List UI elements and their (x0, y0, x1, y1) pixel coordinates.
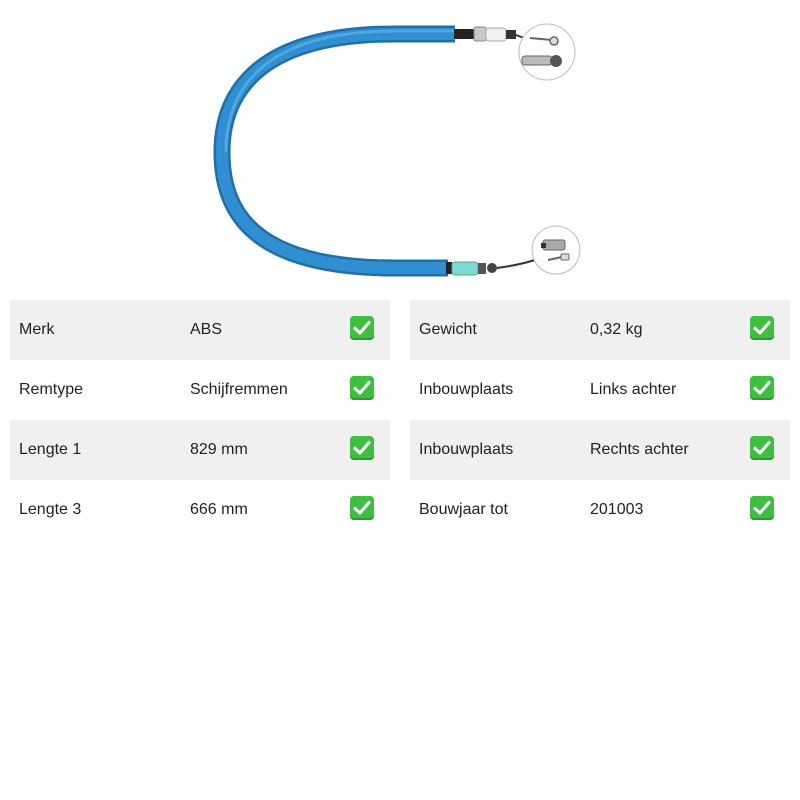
spec-label: Remtype (19, 381, 84, 398)
spec-row-inbouwplaats-rechts: Inbouwplaats Rechts achter (410, 420, 790, 480)
spec-value: 666 mm (190, 501, 248, 518)
spec-label: Gewicht (419, 321, 477, 338)
spec-value: 829 mm (190, 441, 248, 458)
check-icon (350, 316, 374, 340)
spec-value: ABS (190, 321, 223, 338)
spec-table-right: Gewicht 0,32 kg Inbouwplaats Links achte… (410, 300, 790, 540)
spec-row-bouwjaar-tot: Bouwjaar tot 201003 (410, 480, 790, 540)
check-icon (750, 436, 774, 460)
spec-row-inbouwplaats-links: Inbouwplaats Links achter (410, 360, 790, 420)
spec-label: Inbouwplaats (419, 441, 514, 458)
spec-row-merk: Merk ABS (10, 300, 390, 360)
spec-value: Schijfremmen (190, 381, 288, 398)
spec-value: 201003 (590, 501, 644, 518)
spec-value: Links achter (590, 381, 677, 398)
spec-label: Lengte 3 (19, 501, 82, 518)
spec-label: Lengte 1 (19, 441, 82, 458)
spec-label: Merk (19, 321, 55, 338)
spec-row-lengte-3: Lengte 3 666 mm (10, 480, 390, 540)
spec-row-lengte-1: Lengte 1 829 mm (10, 420, 390, 480)
spec-label: Inbouwplaats (419, 381, 514, 398)
spec-label: Bouwjaar tot (419, 501, 508, 518)
spec-value: 0,32 kg (590, 321, 643, 338)
spec-table-left: Merk ABS Remtype Schijfremmen Lengte 1 8… (10, 300, 390, 540)
check-icon (350, 436, 374, 460)
check-icon (350, 376, 374, 400)
check-icon (350, 496, 374, 520)
check-icon (750, 316, 774, 340)
check-icon (750, 376, 774, 400)
spec-value: Rechts achter (590, 441, 689, 458)
spec-row-gewicht: Gewicht 0,32 kg (410, 300, 790, 360)
check-icon (750, 496, 774, 520)
brake-cable-image (213, 23, 581, 277)
spec-row-remtype: Remtype Schijfremmen (10, 360, 390, 420)
